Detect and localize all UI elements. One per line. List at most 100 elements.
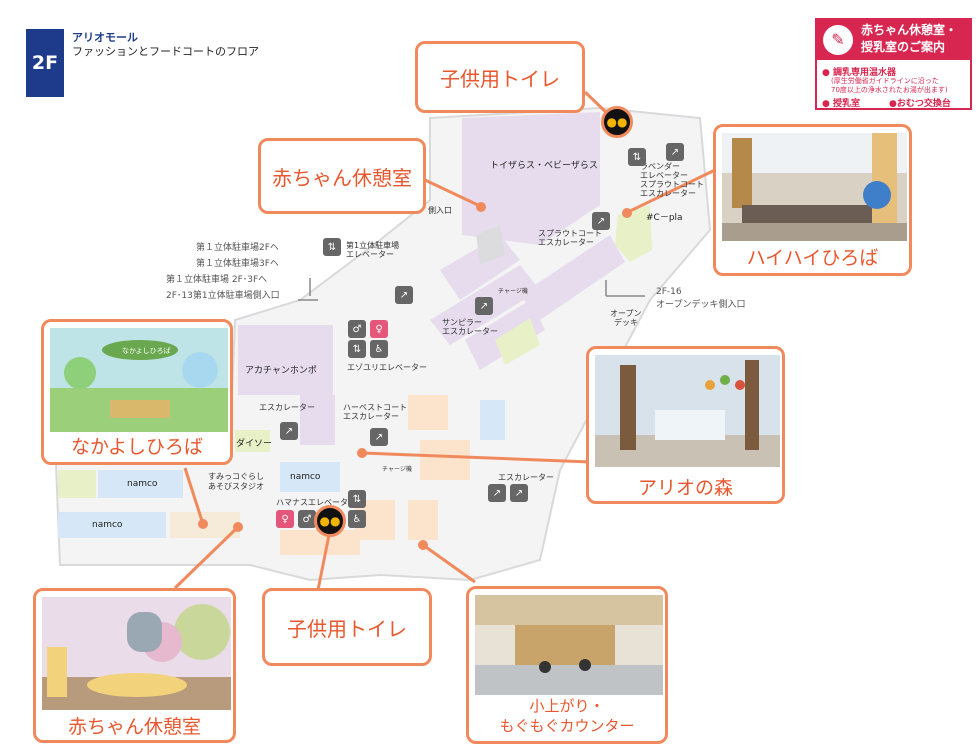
wheelchair-icon: ♿ — [348, 510, 366, 528]
label-harvest-2: エスカレーター — [343, 412, 399, 421]
caption-nakayoshi: なかよしひろば — [70, 436, 204, 458]
store-green-left — [58, 470, 96, 498]
label-open-deck-1: オープン — [610, 309, 642, 318]
label-sumikko-1: すみっコぐらし — [208, 472, 264, 481]
label-sunpillar-1: サンピラー — [442, 318, 482, 327]
leader-haihai — [627, 168, 716, 214]
escalator-icon: ↗ — [370, 428, 388, 446]
store-strip-green — [495, 318, 540, 365]
store-strip-4 — [520, 235, 625, 320]
label-escalator: エスカレーター — [259, 403, 315, 412]
elevator-icon: ⇅ — [323, 238, 341, 256]
elevator-icon: ⇅ — [348, 340, 366, 358]
dot-forest — [357, 448, 367, 458]
label-charge-1: チャージ機 — [498, 288, 528, 295]
callout-kids-toilet-top: 子供用トイレ — [415, 41, 585, 113]
photo-ario-forest — [595, 355, 780, 467]
info-item-diaper: ●おむつ交換台 — [889, 99, 951, 109]
label-charge-2: チャージ機 — [382, 466, 412, 473]
store-food-2 — [420, 440, 470, 480]
floor-description: ファッションとフードコートのフロア — [72, 45, 259, 58]
label-namco-2: namco — [290, 472, 321, 482]
label-open-deck-2: デッキ — [614, 318, 638, 327]
photo-card-koagari: 小上がり・ もぐもぐカウンター — [466, 586, 668, 744]
escalator-icon: ↗ — [592, 212, 610, 230]
leader-baby-bottom — [173, 525, 240, 590]
label-sprout-esc-1: スプラウトコート — [538, 229, 602, 238]
store-food-4 — [408, 500, 438, 540]
store-akachan-b — [300, 395, 335, 445]
photo-haihai — [722, 133, 907, 241]
info-note-1: (厚生労働省ガイドラインに沿った — [831, 77, 939, 85]
escalator-icon: ↗ — [488, 484, 506, 502]
caption-baby-room: 赤ちゃん休憩室 — [67, 716, 201, 738]
nakayoshi-sign: なかよしひろば — [122, 347, 171, 355]
photo-koagari — [475, 595, 663, 695]
photo-card-baby-room: 赤ちゃん休憩室 — [33, 588, 236, 743]
label-parking-ev-1: 第1立体駐車場 — [346, 241, 400, 250]
caption-ario-forest: アリオの森 — [637, 477, 733, 499]
label-escalator-2: エスカレーター — [498, 473, 554, 482]
toilet-icon: ♂ — [348, 320, 366, 338]
leader-baby-top — [424, 178, 481, 208]
label-entrance-16-1: 2F-16 — [656, 287, 682, 297]
nursing-info-box: ✎ 赤ちゃん休憩室・ 授乳室のご案内 ● 調乳専用温水器 (厚生労働省ガイドライ… — [815, 18, 972, 110]
info-title: 赤ちゃん休憩室・ 授乳室のご案内 — [861, 22, 957, 56]
label-parking-ev-2: エレベーター — [346, 250, 394, 259]
elevator-icon: ⇅ — [348, 490, 366, 508]
label-side-entrance: 側入口 — [428, 206, 452, 215]
info-item-nursing: ● 授乳室 — [822, 99, 860, 109]
store-namco-1 — [98, 470, 183, 498]
dot-haihai — [622, 208, 632, 218]
escalator-icon: ↗ — [666, 143, 684, 161]
label-sumikko-2: あそびスタジオ — [208, 482, 264, 491]
escalator-icon: ↗ — [475, 297, 493, 315]
info-item-warmer: ● 調乳専用温水器 — [822, 68, 896, 78]
mall-name: アリオモール — [72, 31, 138, 44]
label-hamanasu: ハマナスエレベーター — [276, 498, 356, 507]
dot-koagari — [418, 540, 428, 550]
leader-toilet-bottom — [316, 529, 332, 591]
store-namco-3 — [58, 512, 166, 538]
dot-baby-top — [476, 202, 486, 212]
escalator-icon: ↗ — [510, 484, 528, 502]
label-daiso: ダイソー — [236, 439, 273, 449]
baby-bottle-icon: ✎ — [823, 25, 853, 55]
photo-card-nakayoshi: なかよしひろば なかよしひろば — [41, 319, 233, 465]
escalator-icon: ↗ — [395, 286, 413, 304]
parking-2f-3f: 第１立体駐車場 2F･3Fへ — [166, 275, 268, 285]
parking-3f: 第１立体駐車場3Fへ — [196, 259, 279, 269]
caption-haihai: ハイハイひろば — [746, 247, 879, 269]
store-cpla — [615, 205, 652, 262]
label-ezoyuri: エゾユリエレベーター — [347, 363, 427, 372]
callout-kids-toilet-bottom: 子供用トイレ — [262, 588, 432, 666]
store-akachan — [238, 325, 333, 395]
photo-baby-room — [42, 597, 231, 710]
label-sunpillar-2: エスカレーター — [442, 327, 498, 336]
label-entrance-16-2: オープンデッキ側入口 — [656, 300, 746, 310]
info-title-line1: 赤ちゃん休憩室・ — [861, 23, 958, 37]
label-toysrus: トイザらス・ベビーザらス — [490, 161, 598, 171]
leader-forest — [361, 451, 591, 464]
toilet-icon: ♂ — [298, 510, 316, 528]
label-sprout-1: スプラウトコート — [640, 180, 704, 189]
label-namco-1: namco — [127, 479, 158, 489]
toilet-icon: ♀ — [370, 320, 388, 338]
store-namco-2 — [280, 462, 340, 492]
leader-nakayoshi — [183, 467, 205, 525]
label-sprout-2: エスカレーター — [640, 189, 696, 198]
photo-card-ario-forest: アリオの森 — [586, 346, 785, 504]
label-harvest-1: ハーベストコート — [343, 403, 408, 412]
elevator-icon: ⇅ — [628, 148, 646, 166]
info-note-2: 70度以上の浄水されたお湯が出ます) — [831, 86, 948, 94]
store-blue-right — [480, 400, 505, 440]
info-box-header: ✎ 赤ちゃん休憩室・ 授乳室のご案内 — [817, 20, 970, 60]
caption-koagari-1: 小上がり・ — [529, 697, 605, 715]
label-namco-3: namco — [92, 520, 123, 530]
callout-baby-room-top: 赤ちゃん休憩室 — [258, 138, 426, 214]
wheelchair-icon: ♿ — [370, 340, 388, 358]
kids-toilet-icon: ●● — [601, 106, 633, 138]
info-title-line2: 授乳室のご案内 — [861, 40, 946, 54]
label-sprout-esc-2: エスカレーター — [538, 238, 594, 247]
photo-nakayoshi — [50, 328, 228, 432]
